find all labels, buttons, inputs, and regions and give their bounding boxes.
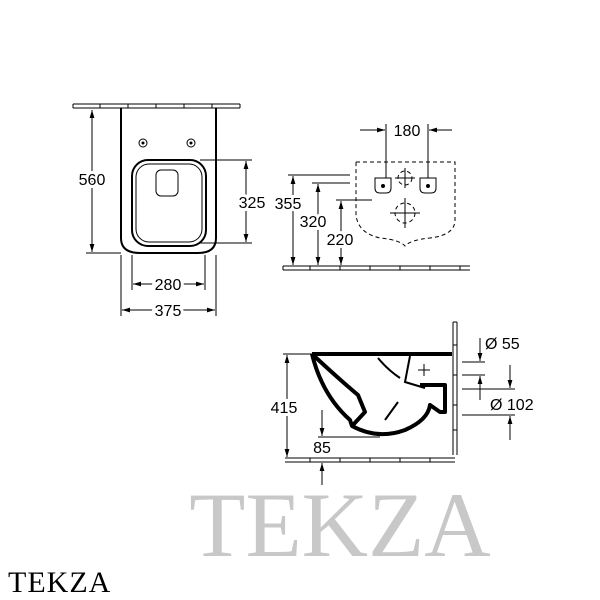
back-view: 180 355 320 220 (272, 123, 470, 271)
dim-floor-offset: 85 (313, 440, 331, 457)
dim-h2: 320 (300, 214, 327, 231)
top-view: 560 325 280 375 (72, 103, 268, 323)
back-outline (355, 161, 456, 247)
dim-fixing-spacing: 180 (394, 123, 421, 140)
dim-h3: 220 (327, 232, 354, 249)
dim-outlet-diameter: Ø 102 (490, 397, 534, 414)
side-view: 415 85 Ø 55 Ø 102 (268, 321, 534, 485)
toilet-outline (120, 108, 217, 254)
wall-line (72, 103, 241, 109)
brand-logo-text: TEKZA (8, 566, 112, 599)
dim-h1: 355 (275, 196, 302, 213)
dim-outer-width: 375 (155, 303, 182, 320)
dim-inlet-diameter: Ø 55 (485, 336, 520, 353)
seat-detail (155, 169, 179, 197)
fixing-hole-icon (186, 138, 196, 148)
dim-inner-width: 280 (155, 277, 182, 294)
fixing-hole-icon (138, 138, 148, 148)
watermark: TEKZA (189, 474, 490, 576)
seat-outline (131, 159, 207, 247)
dim-seat-depth: 325 (239, 195, 266, 212)
dim-side-height: 415 (271, 400, 298, 417)
bowl-profile (310, 352, 452, 437)
dim-height: 560 (79, 172, 106, 189)
